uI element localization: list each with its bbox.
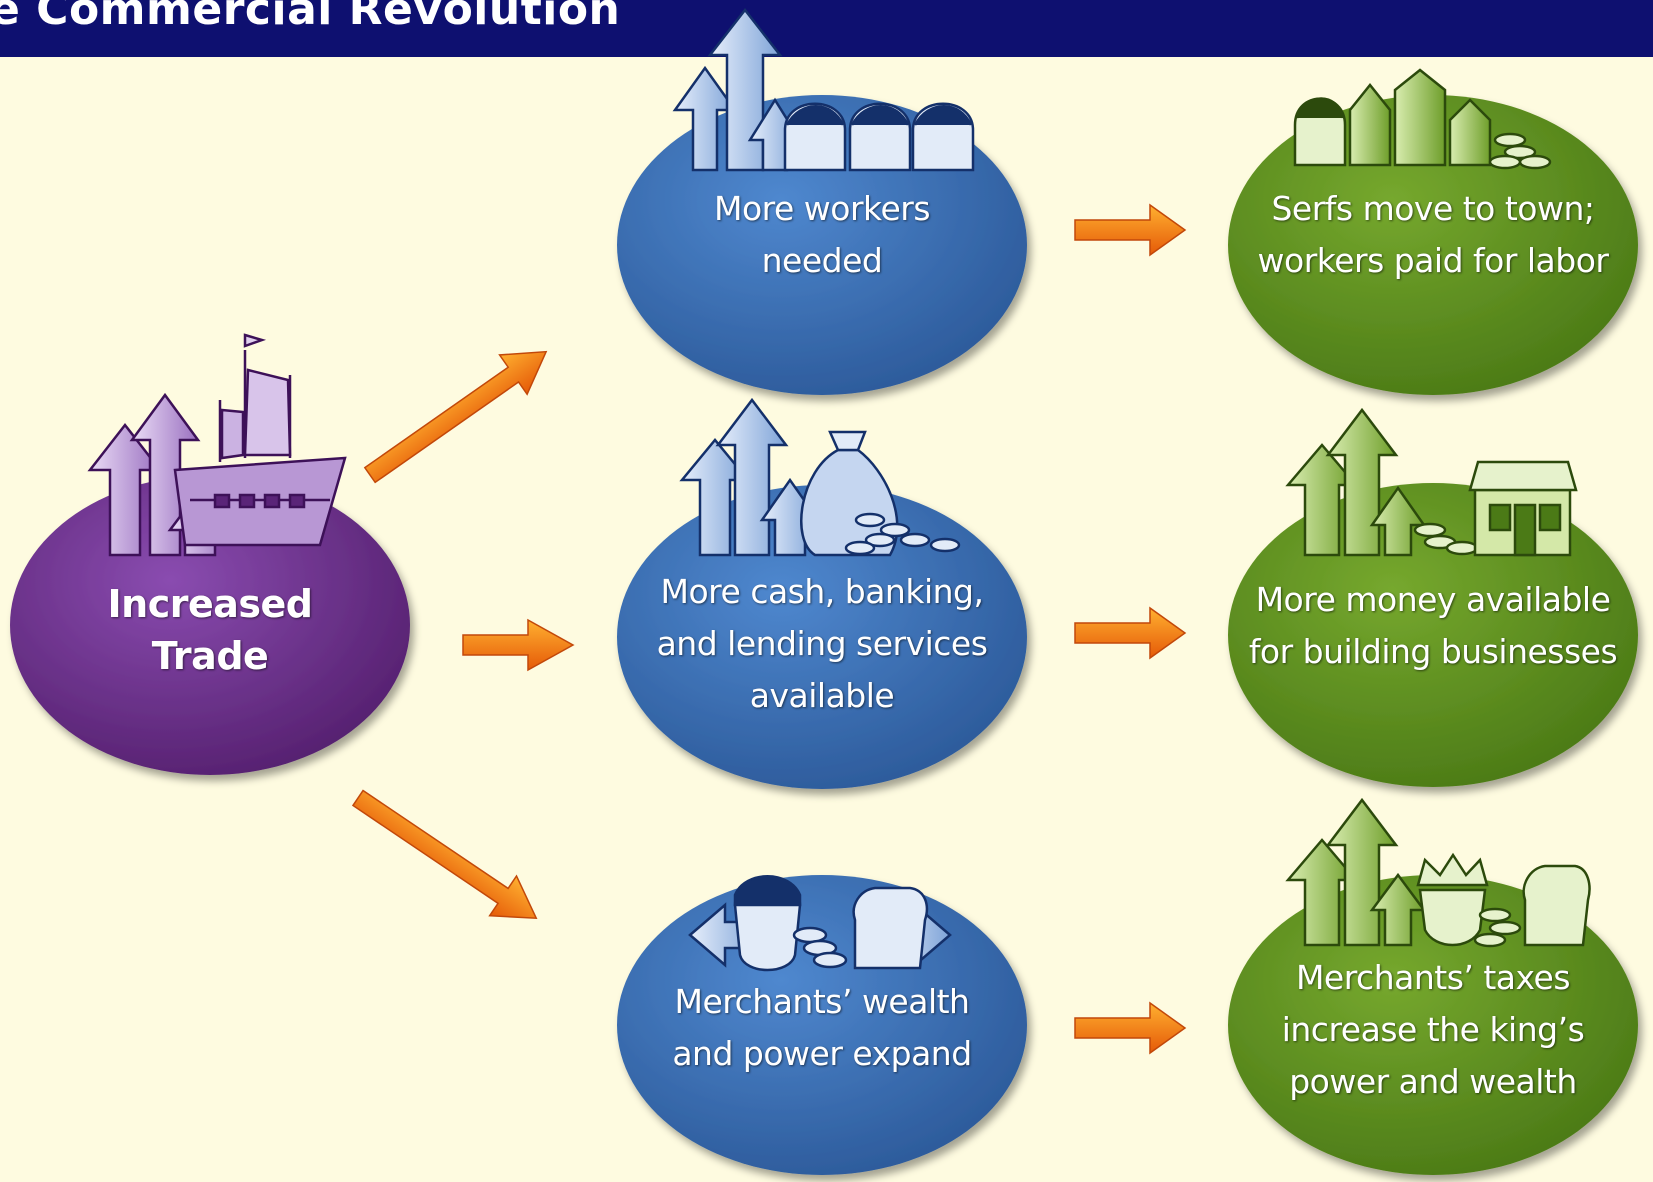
up-arrows-shop-coins-icon <box>1285 407 1578 557</box>
node-text-line: More money available <box>1255 580 1611 619</box>
node-text-line: power and wealth <box>1289 1062 1577 1101</box>
node-text-line: More workers <box>713 189 931 228</box>
node-label-merchants-wealth: Merchants’ wealth and power expand <box>612 976 1032 1080</box>
node-serfs-move <box>1228 95 1638 395</box>
node-text-line: needed <box>761 241 883 280</box>
node-text-line: Serfs move to town; <box>1271 189 1595 228</box>
serf-houses-coins-icon <box>1293 68 1552 170</box>
title-bar: e Commercial Revolution <box>0 0 1653 57</box>
node-merchants-taxes <box>1228 875 1638 1175</box>
node-more-money <box>1228 483 1638 787</box>
arrow-cash-to-money <box>1074 606 1187 660</box>
page-title: e Commercial Revolution <box>0 0 621 35</box>
arrow-trade-to-workers <box>363 350 548 484</box>
node-text-line: workers paid for labor <box>1257 241 1609 280</box>
node-text-line: for building businesses <box>1248 632 1618 671</box>
node-text-line: and lending services <box>656 624 988 663</box>
up-arrows-with-money-bag-icon <box>679 397 961 557</box>
node-more-cash <box>617 485 1027 789</box>
node-label-increased-trade: Increased Trade <box>70 578 350 682</box>
arrow-trade-to-cash <box>462 618 575 672</box>
node-text-line: available <box>749 676 895 715</box>
node-text-line: and power expand <box>672 1034 972 1073</box>
merchant-coins-fist-expand-icon <box>688 875 952 972</box>
arrow-merchants-to-taxes <box>1074 1001 1187 1055</box>
up-arrows-crown-king-fist-icon <box>1285 797 1591 948</box>
arrow-workers-to-serfs <box>1074 203 1187 257</box>
node-label-serfs-move: Serfs move to town; workers paid for lab… <box>1223 183 1643 287</box>
node-text-line: increase the king’s <box>1281 1010 1585 1049</box>
node-text-line: Merchants’ taxes <box>1295 958 1571 997</box>
node-text-line: Increased <box>107 582 313 626</box>
node-text-line: Trade <box>151 634 269 678</box>
node-label-merchants-taxes: Merchants’ taxes increase the king’s pow… <box>1223 952 1643 1108</box>
node-label-more-cash: More cash, banking, and lending services… <box>612 566 1032 722</box>
arrow-trade-to-merchants <box>351 789 538 920</box>
node-label-more-workers: More workers needed <box>622 183 1022 287</box>
ship-with-up-arrows-icon <box>87 333 347 557</box>
up-arrows-with-workers-icon <box>672 7 975 172</box>
node-label-more-money: More money available for building busine… <box>1223 574 1643 678</box>
node-text-line: Merchants’ wealth <box>674 982 970 1021</box>
node-text-line: More cash, banking, <box>660 572 984 611</box>
